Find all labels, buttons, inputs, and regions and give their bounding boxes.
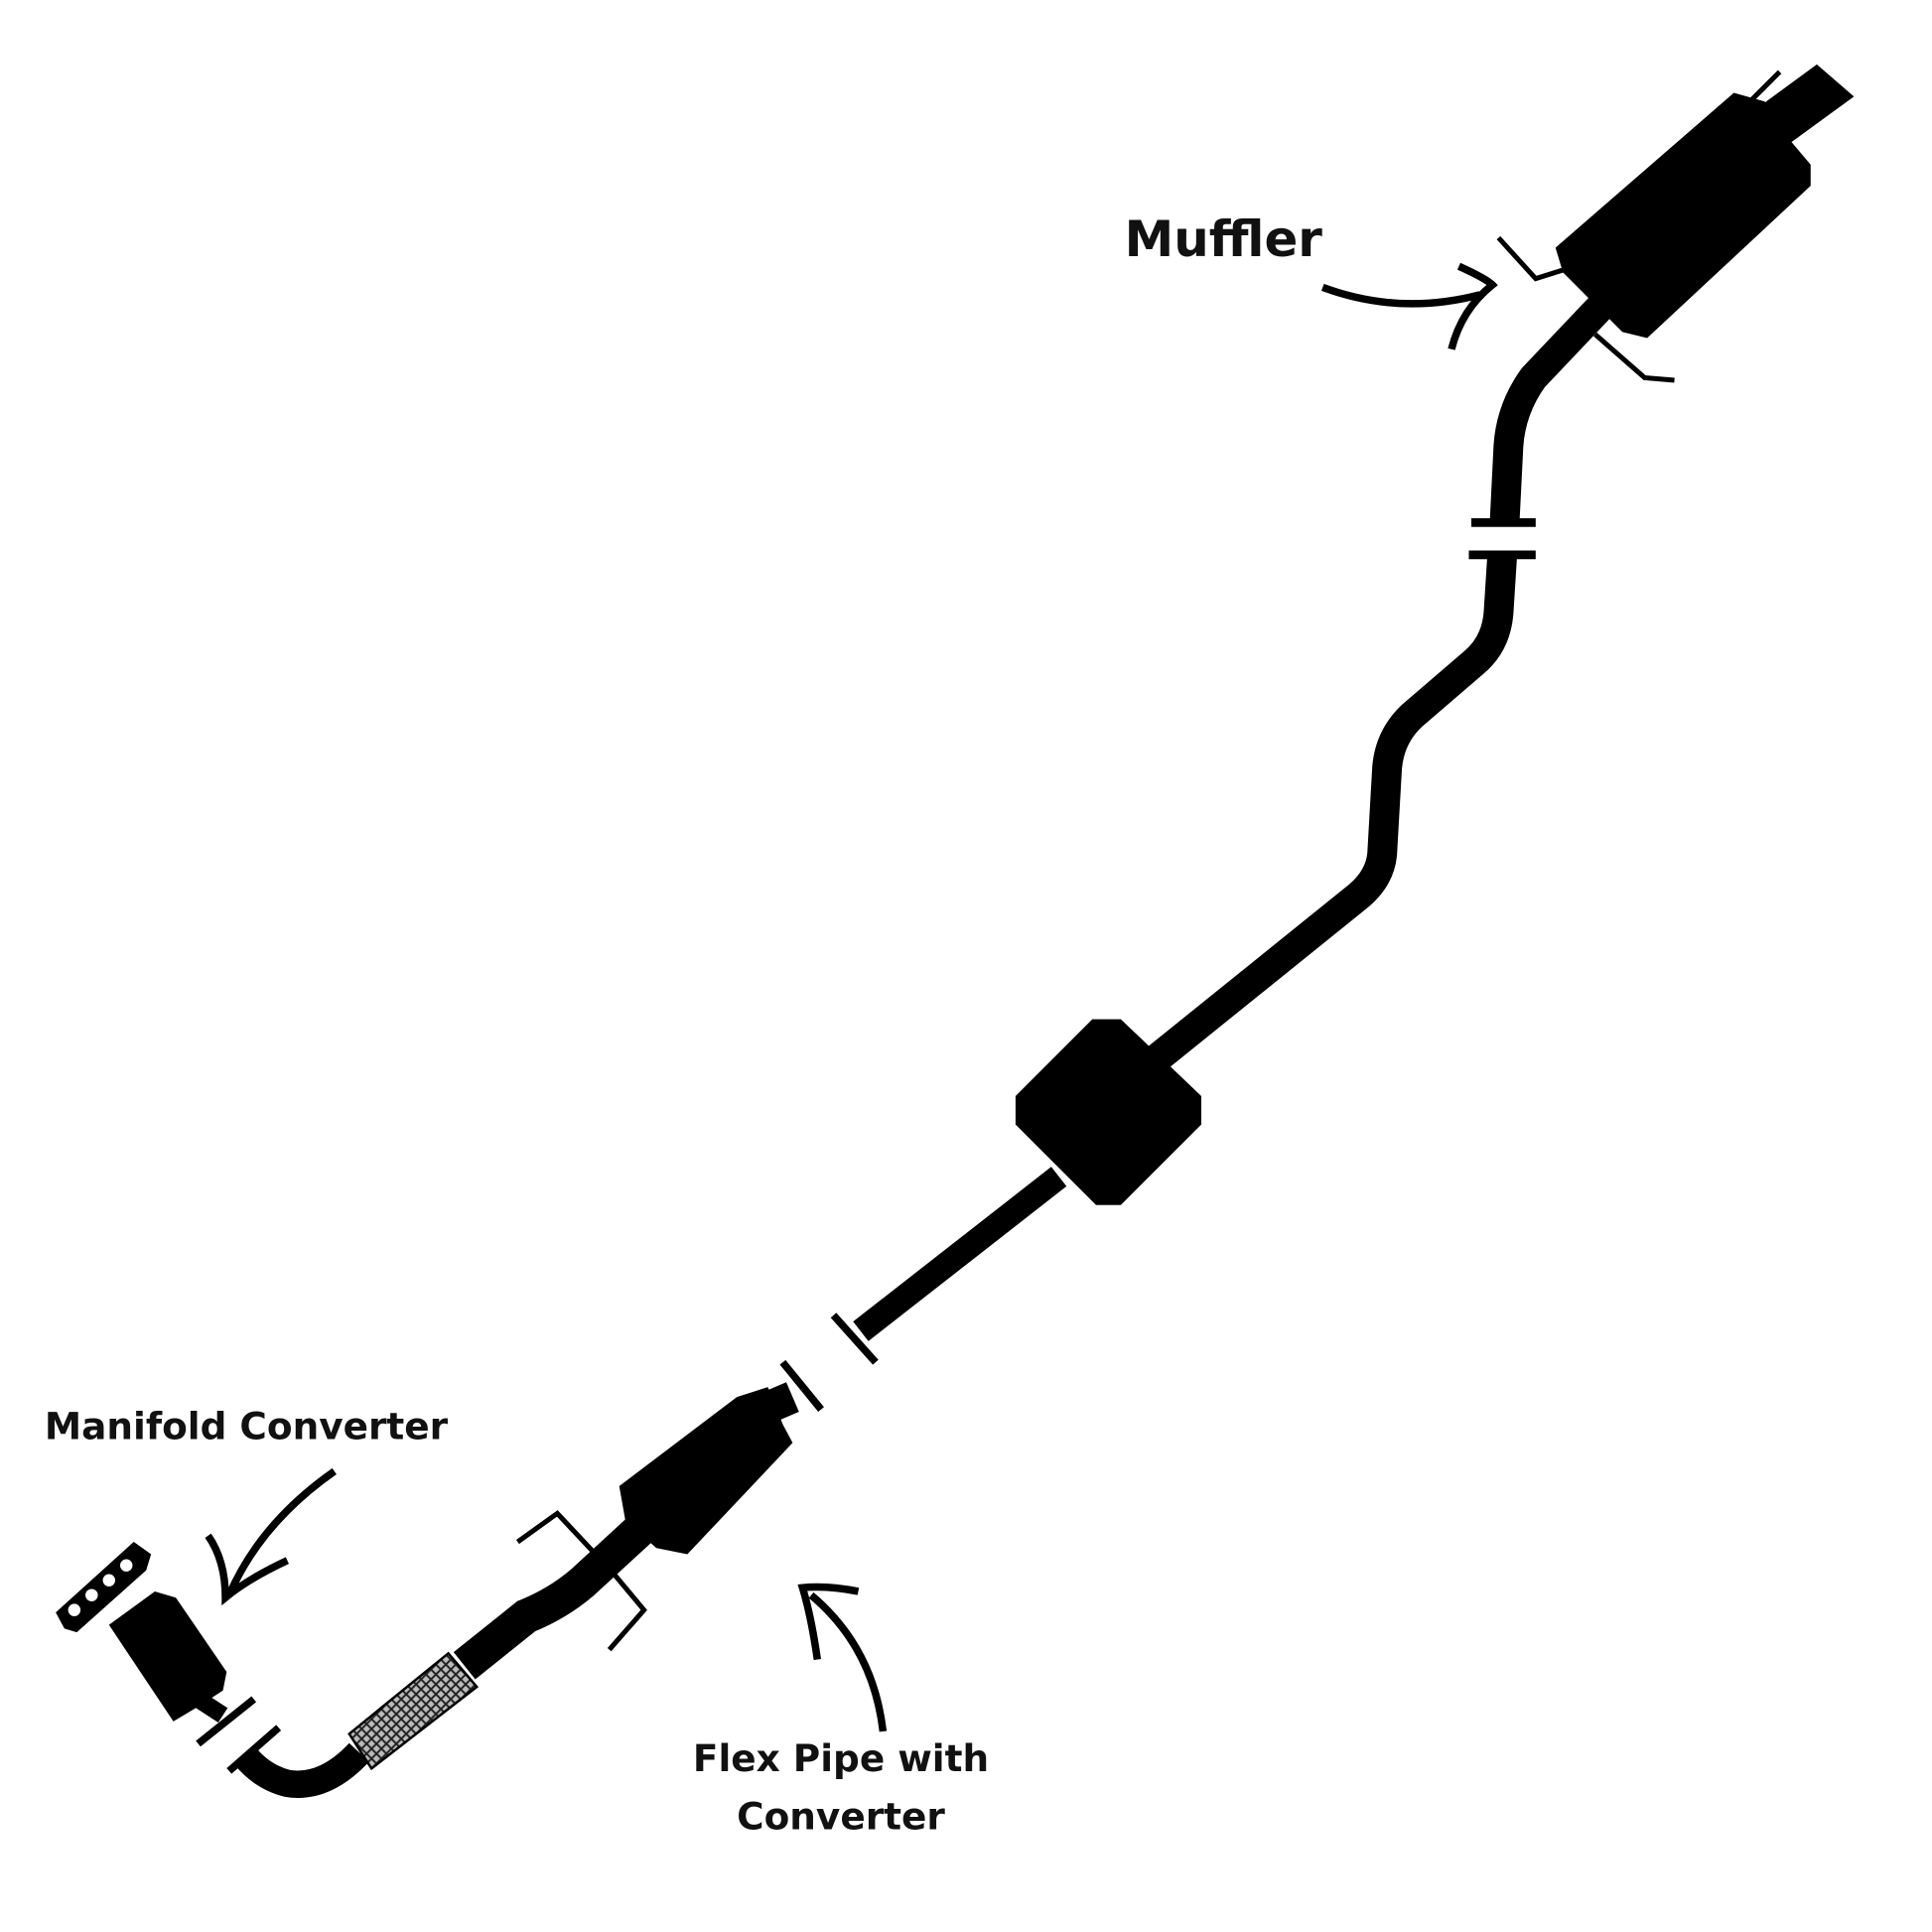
muffler [1496,64,1855,383]
muffler-hanger-bottom [1593,332,1675,383]
flex-pipe-label-line2: Converter [737,1794,945,1838]
manifold-port [85,1588,98,1601]
manifold-port [102,1574,116,1587]
converter-inlet-pipe [453,1512,656,1680]
resonator [1015,1019,1202,1205]
converter-body [619,1387,793,1555]
manifold-converter-label: Manifold Converter [45,1405,449,1449]
manifold-port [120,1559,133,1572]
manifold-arrow-icon [205,1467,337,1606]
muffler-body [1555,92,1811,339]
manifold-port [68,1603,81,1616]
converter-flange [779,1359,824,1412]
muffler-label: Muffler [1125,210,1323,268]
converter-hanger [515,1510,647,1652]
manifold-converter-body [108,1590,227,1722]
bend-flange [226,1725,282,1774]
flex-pipe-label-line1: Flex Pipe with [693,1736,989,1780]
manifold-outlet [193,1692,228,1724]
front-pipe [853,1167,1067,1341]
flex-pipe-arrow-icon [797,1583,888,1732]
flex-pipe-mesh [347,1651,480,1771]
front-flange [830,1312,879,1365]
intermediate-pipe [1142,553,1518,1074]
manifold-flange [196,1696,257,1747]
flex-pipe-converter [226,1359,824,1798]
muffler-tailpipe [1755,64,1855,147]
muffler-hanger-top [1496,235,1565,282]
bend-pipe [234,1742,369,1798]
muffler-arrow-icon [1320,262,1498,350]
rear-pipe [1489,293,1615,521]
manifold-converter [56,1542,257,1747]
